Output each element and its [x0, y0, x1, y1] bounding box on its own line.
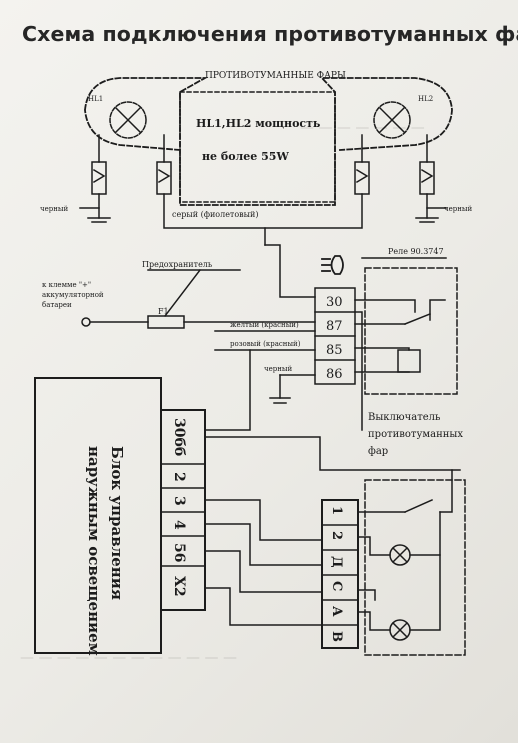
- relay-pin-85: 85: [326, 343, 343, 358]
- relay-coil-icon: [397, 349, 421, 373]
- control-unit-label-2: наружным освещением: [85, 446, 103, 656]
- control-pin-30bb: 30бб: [171, 418, 187, 456]
- power-box: [179, 91, 336, 203]
- power-rating-line1: HL1,HL2 мощность: [196, 117, 321, 130]
- control-pin-56: 56: [171, 543, 187, 562]
- wire-black-label: черный: [264, 365, 292, 373]
- relay-label: Реле 90.3747: [388, 247, 444, 256]
- switch-label-2: противотуманных: [368, 429, 463, 440]
- lamp-icon: [389, 544, 411, 566]
- connector-box: [419, 161, 435, 195]
- relay-pin-87: 87: [326, 319, 343, 334]
- connector-box: [354, 161, 370, 195]
- connector-pin-d: Д: [329, 556, 344, 568]
- relay-pin-30: 30: [326, 295, 343, 310]
- control-pin-x2: X2: [171, 576, 187, 597]
- switch-contact-icon: [404, 313, 431, 325]
- wire-yellow-label: желтый (красный): [230, 321, 299, 329]
- switch-label-3: фар: [368, 446, 388, 457]
- connector-pin-a: А: [329, 606, 344, 617]
- control-pin-3: 3: [171, 496, 187, 506]
- ground-label-left: черный: [40, 205, 68, 213]
- ground-label-right: черный: [444, 205, 472, 213]
- control-unit-pins: [160, 409, 206, 611]
- relay-pin-86: 86: [326, 367, 343, 382]
- gray-wire-label: серый (фиолетовый): [172, 210, 259, 219]
- fuse-label: Предохранитель: [142, 260, 213, 269]
- lamps-header: ПРОТИВОТУМАННЫЕ ФАРЫ: [205, 71, 346, 81]
- relay-body: [364, 267, 458, 395]
- lamp-icon: [109, 101, 147, 139]
- connector-pin-1: 1: [329, 506, 344, 515]
- connector-box: [91, 161, 107, 195]
- connector-pin-2: 2: [329, 531, 344, 540]
- page-title: Схема подключения противотуманных фар: [22, 22, 518, 46]
- control-pin-2: 2: [171, 472, 187, 482]
- connector-pin-b: В: [329, 631, 344, 642]
- connector-pin-c: С: [329, 581, 344, 591]
- switch-label-1: Выключатель: [368, 412, 441, 423]
- battery-label-2: аккумуляторной: [42, 291, 104, 299]
- lamps-block-outline: [84, 77, 453, 206]
- fog-lamp-icon: [321, 255, 344, 275]
- bleed-through-text: — — — — — — —: [300, 120, 425, 136]
- battery-label-1: к клемме "+": [42, 281, 91, 289]
- lamp-icon: [389, 619, 411, 641]
- connector-box: [156, 161, 172, 195]
- lamp-label-hl2: HL2: [418, 95, 433, 103]
- fuse-icon: [147, 315, 185, 329]
- lamp-label-hl1: HL1: [88, 95, 103, 103]
- switch-connector: [321, 499, 359, 649]
- switch-contact-icon: [404, 499, 433, 513]
- lamp-icon: [373, 101, 411, 139]
- switch-housing: [364, 479, 466, 656]
- fuse-id: F1: [158, 307, 169, 316]
- battery-label-3: батареи: [42, 301, 72, 309]
- control-unit-label-1: Блок управления: [108, 446, 126, 600]
- control-pin-4: 4: [171, 520, 187, 530]
- power-rating-line2: не более 55W: [202, 150, 289, 163]
- wire-pink-label: розовый (красный): [230, 340, 301, 348]
